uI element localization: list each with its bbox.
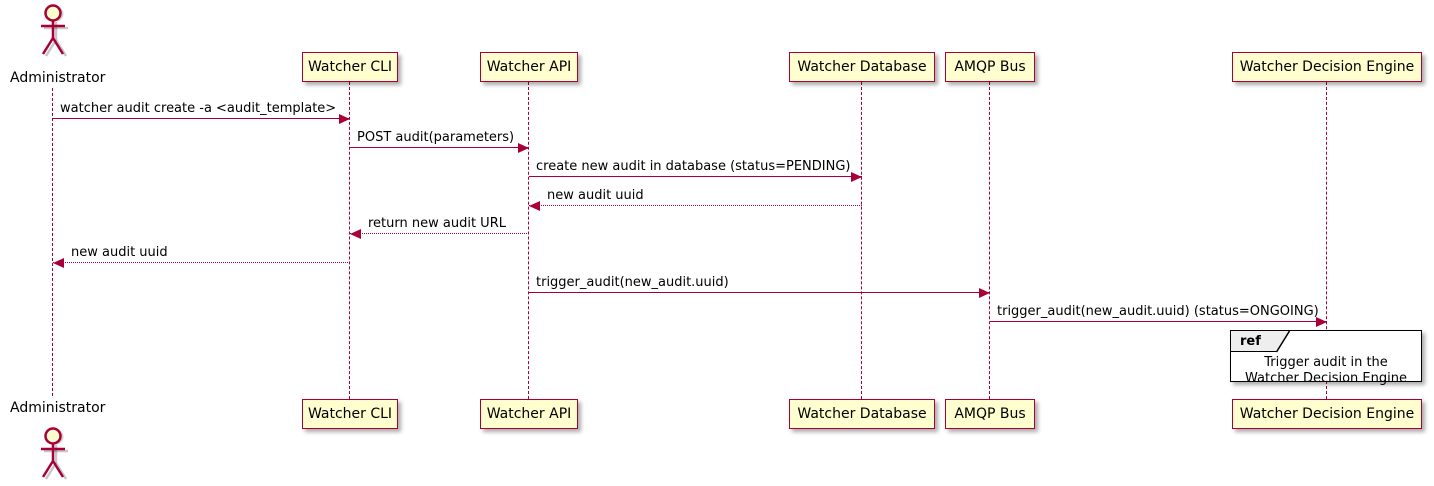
message-line-m4 [529,205,862,206]
participant-box-watcher-database-bottom[interactable]: Watcher Database [789,399,935,429]
actor-label-administrator: Administrator [10,400,106,416]
participant-box-amqp-bus-bottom[interactable]: AMQP Bus [945,399,1035,429]
actor-icon [41,427,68,480]
actor-figure-administrator [31,427,75,483]
lifeline-watcher-database [861,82,863,399]
lifeline-watcher-decision-engine [1326,82,1328,399]
actor-figure-administrator [31,4,75,60]
participant-box-watcher-cli-bottom[interactable]: Watcher CLI [302,399,398,429]
message-label-m7: trigger_audit(new_audit.uuid) [536,275,729,290]
lifeline-watcher-api [528,82,530,399]
actor-label-administrator: Administrator [10,70,106,86]
ref-fragment-tab: ref [1231,331,1277,352]
arrowhead-m1 [339,113,350,124]
arrowhead-m7 [979,287,990,298]
arrowhead-m2 [518,142,529,153]
actor-icon [41,4,68,57]
participant-box-watcher-api-bottom[interactable]: Watcher API [480,399,578,429]
participant-box-amqp-bus-top[interactable]: AMQP Bus [945,52,1035,82]
ref-fragment-line-2: Watcher Decision Engine [1245,371,1407,386]
arrowhead-m8 [1316,316,1327,327]
arrowhead-m4 [529,200,540,211]
message-line-m1 [53,118,350,119]
arrowhead-m5 [350,228,361,239]
ref-fragment-line-1: Trigger audit in the [1264,355,1388,370]
message-label-m2: POST audit(parameters) [357,130,515,145]
lifeline-amqp-bus [989,82,991,399]
message-line-m3 [529,176,862,177]
lifeline-watcher-cli [349,82,351,399]
message-line-m6 [53,262,350,263]
message-line-m7 [529,292,990,293]
participant-box-watcher-decision-engine-bottom[interactable]: Watcher Decision Engine [1232,399,1422,429]
message-label-m5: return new audit URL [368,216,506,231]
participant-box-watcher-database-top[interactable]: Watcher Database [789,52,935,82]
participant-box-watcher-decision-engine-top[interactable]: Watcher Decision Engine [1232,52,1422,82]
ref-fragment-tab-diagonal [1275,331,1290,353]
message-label-m3: create new audit in database (status=PEN… [536,159,851,174]
message-label-m6: new audit uuid [71,245,168,260]
message-line-m8 [990,321,1327,322]
lifeline-administrator [52,88,54,396]
message-label-m1: watcher audit create -a <audit_template> [60,101,337,116]
participant-box-watcher-cli-top[interactable]: Watcher CLI [302,52,398,82]
message-label-m4: new audit uuid [547,188,644,203]
message-line-m2 [350,147,529,148]
participant-box-watcher-api-top[interactable]: Watcher API [480,52,578,82]
arrowhead-m6 [53,257,64,268]
message-line-m5 [350,233,529,234]
message-label-m8: trigger_audit(new_audit.uuid) (status=ON… [997,304,1319,319]
arrowhead-m3 [851,171,862,182]
